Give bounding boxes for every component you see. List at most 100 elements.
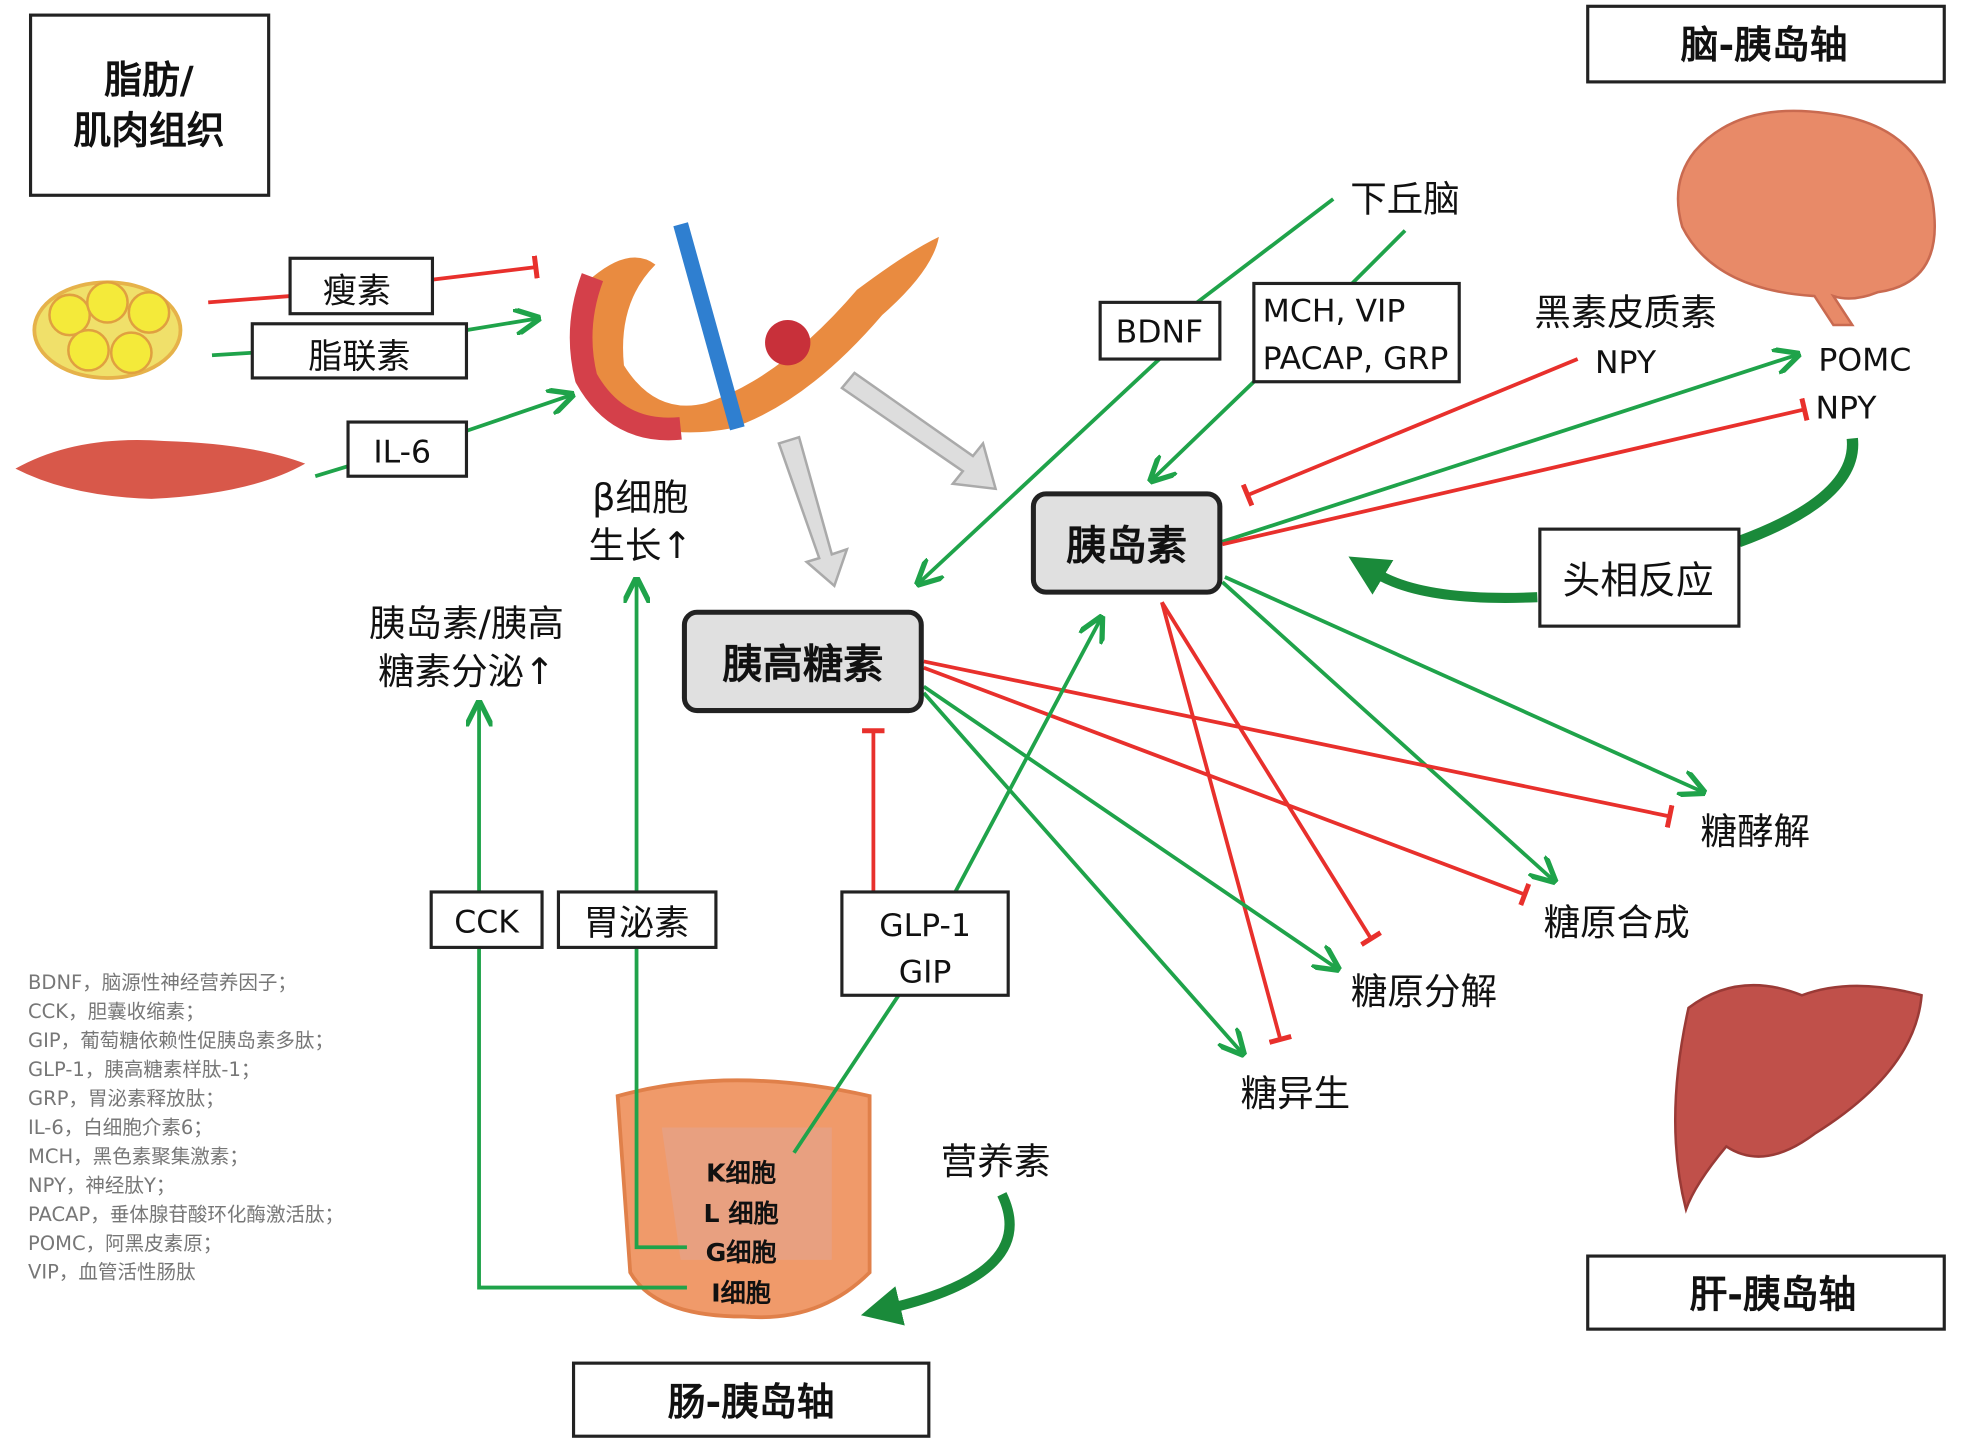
legend-item: GIP，葡萄糖依赖性促胰岛素多肽； — [28, 1029, 334, 1052]
bdnf-box — [1098, 300, 1222, 361]
npy-left-label: NPY — [1595, 345, 1657, 381]
legend-item: GLP-1，胰高糖素样肽-1； — [28, 1058, 260, 1081]
hypothalamus-label: 下丘脑 — [1350, 178, 1460, 221]
gip-label: GIP — [899, 955, 952, 991]
beta-cell-label-1: β细胞 — [592, 476, 688, 519]
fat-cells-image — [32, 280, 183, 380]
brain-axis-box — [1586, 4, 1946, 84]
gastrin-label: 胃泌素 — [584, 903, 690, 944]
glucagon-to-gluconeogenesis — [922, 691, 1241, 1052]
melanocortin-inhibit-insulin — [1240, 357, 1579, 507]
l-cell-label: L 细胞 — [704, 1199, 779, 1228]
hypothalamus-bdnf-line — [1196, 197, 1335, 304]
insulin-inhibit-npy — [1221, 397, 1810, 547]
adiponectin-arrow — [466, 319, 535, 330]
cephalic-label: 头相反应 — [1563, 558, 1714, 602]
k-cell-label: K细胞 — [706, 1159, 776, 1188]
insulin-to-glycogenesis — [1221, 580, 1552, 879]
brain-image — [1676, 109, 1937, 327]
i-cell-label: I细胞 — [711, 1278, 771, 1307]
glp1-to-insulin-arrow — [953, 620, 1100, 893]
liver-axis-box — [1586, 1254, 1946, 1331]
glycogenesis-label: 糖原合成 — [1544, 901, 1690, 944]
leptin-line — [208, 294, 291, 305]
pomc-label: POMC — [1818, 342, 1911, 378]
hypothalamus-mch-line — [1350, 229, 1407, 285]
legend-item: MCH，黑色素聚集激素； — [28, 1145, 249, 1168]
abbreviation-legend: BDNF，脑源性神经营养因子； CCK，胆囊收缩素； GIP，葡萄糖依赖性促胰岛… — [28, 971, 344, 1284]
kcell-to-glp-line — [792, 994, 901, 1154]
g-cell-label: G细胞 — [706, 1238, 777, 1267]
npy-to-cephalic-curve — [1736, 437, 1859, 548]
cck-label: CCK — [454, 904, 520, 940]
intestine-image — [615, 1078, 872, 1320]
legend-item: POMC，阿黑皮素原； — [28, 1232, 222, 1255]
glp-gip-box — [840, 890, 1010, 997]
mch-to-insulin-arrow — [1153, 380, 1256, 479]
adiponectin-line — [211, 350, 253, 358]
insulin-label: 胰岛素 — [1066, 522, 1187, 569]
leptin-inhibit-arrow — [432, 255, 540, 282]
il6-box — [346, 420, 469, 478]
brain-axis-title: 脑-胰岛轴 — [1681, 23, 1848, 67]
glucagon-inhibit-glycolysis — [923, 659, 1675, 828]
insulin-to-pomc-arrow — [1221, 355, 1795, 544]
cck-box — [429, 890, 544, 949]
legend-item: VIP，血管活性肠肽 — [28, 1261, 196, 1284]
cephalic-box — [1538, 527, 1741, 628]
glycogenolysis-label: 糖原分解 — [1351, 970, 1497, 1013]
insulin-inhibit-glycogenolysis — [1160, 601, 1382, 947]
legend-item: BDNF，脑源性神经营养因子； — [28, 971, 297, 994]
secretion-label-2: 糖素分泌↑ — [378, 650, 555, 693]
secretion-label-1: 胰岛素/胰高 — [369, 602, 564, 645]
adipose-muscle-box — [28, 13, 271, 197]
legend-item: CCK，胆囊收缩素； — [28, 1000, 205, 1023]
pancreas-image — [569, 222, 939, 441]
insulin-to-glycolysis — [1224, 575, 1701, 791]
glp1-label: GLP-1 — [879, 908, 971, 944]
mch-label-2: PACAP, GRP — [1263, 341, 1449, 377]
gut-axis-box — [571, 1361, 931, 1438]
glucagon-box — [681, 609, 924, 714]
gcell-to-gastrin-line — [634, 947, 687, 1250]
adipose-title-1: 脂肪/ — [104, 58, 194, 102]
liver-image — [1673, 983, 1923, 1214]
muscle-image — [15, 439, 306, 499]
pancreas-to-glucagon-arrow — [777, 435, 849, 588]
cephalic-to-insulin-curved-arrow — [1348, 556, 1538, 603]
bdnf-label: BDNF — [1116, 315, 1204, 351]
glucagon-to-glycogenolysis — [922, 685, 1336, 968]
adiponectin-box — [250, 322, 469, 380]
glycolysis-label: 糖酵解 — [1701, 810, 1811, 853]
bdnf-to-glucagon-arrow — [920, 357, 1161, 582]
beta-cell-label-2: 生长↑ — [589, 524, 693, 567]
mch-label-1: MCH, VIP — [1263, 293, 1406, 329]
nutrients-label: 营养素 — [941, 1140, 1051, 1183]
glucagon-inhibit-glycogenesis — [923, 665, 1532, 906]
gluconeogenesis-label: 糖异生 — [1241, 1072, 1351, 1115]
pancreas-to-insulin-arrow — [840, 371, 998, 491]
leptin-label: 瘦素 — [323, 271, 391, 311]
nutrients-curved-arrow — [860, 1192, 1015, 1326]
adipose-title-2: 肌肉组织 — [73, 109, 224, 153]
npy-right-label: NPY — [1815, 390, 1877, 426]
leptin-box — [288, 256, 435, 316]
melanocortin-label: 黑素皮质素 — [1534, 291, 1717, 334]
il6-line — [314, 464, 349, 479]
legend-item: IL-6，白细胞介素6； — [28, 1116, 213, 1139]
il6-label: IL-6 — [373, 434, 431, 470]
adiponectin-label: 脂联素 — [308, 337, 410, 377]
mch-box — [1252, 281, 1461, 384]
legend-item: NPY，神经肽Y； — [28, 1174, 175, 1197]
il6-arrow — [465, 396, 569, 433]
gastrin-box — [556, 890, 718, 949]
gut-axis-title: 肠-胰岛轴 — [668, 1380, 835, 1424]
liver-axis-title: 肝-胰岛轴 — [1690, 1273, 1857, 1317]
legend-item: PACAP，垂体腺苷酸环化酶激活肽； — [28, 1203, 344, 1226]
insulin-inhibit-gluconeogenesis — [1160, 601, 1292, 1045]
icell-to-cck-line — [477, 947, 687, 1290]
insulin-box — [1030, 491, 1223, 595]
glucagon-label: 胰高糖素 — [722, 641, 883, 688]
legend-item: GRP，胃泌素释放肽； — [28, 1087, 225, 1110]
